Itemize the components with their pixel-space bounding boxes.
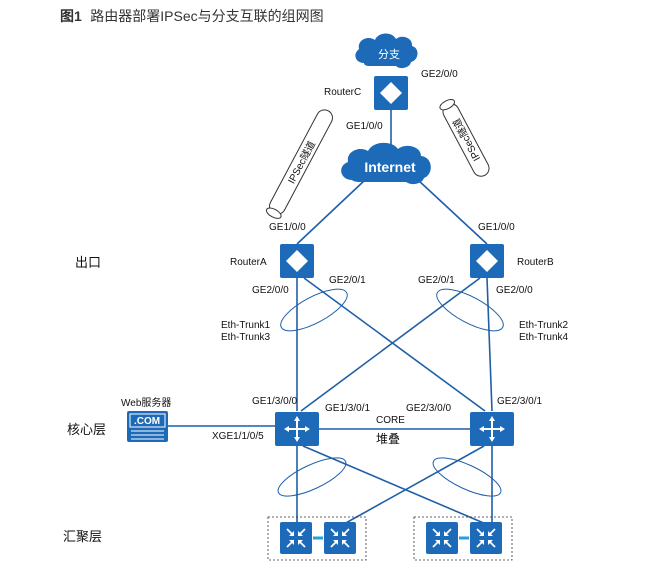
agg-switch-3[interactable] xyxy=(425,521,459,555)
router-c-port-up: GE2/0/0 xyxy=(421,69,458,80)
internet-cloud-label: Internet xyxy=(364,159,416,175)
figure-number: 图1 xyxy=(60,8,82,24)
router-b-port-down0: GE2/0/0 xyxy=(496,285,533,296)
link-b-core2 xyxy=(486,277,493,412)
trunk-right-2: Eth-Trunk4 xyxy=(519,332,569,343)
web-port-label: XGE1/1/0/5 xyxy=(212,431,264,442)
core-switch-2[interactable] xyxy=(469,411,515,447)
trunk-left-1: Eth-Trunk1 xyxy=(221,320,271,331)
router-b[interactable] xyxy=(470,244,504,278)
web-server-screen: .COM xyxy=(134,416,160,427)
router-c[interactable] xyxy=(374,76,408,110)
router-a[interactable] xyxy=(280,244,314,278)
ipsec-tunnel-right: IPSec隧道 xyxy=(439,99,490,177)
core2-port-1: GE2/3/0/1 xyxy=(497,396,542,407)
router-b-port-up: GE1/0/0 xyxy=(478,222,515,233)
branch-cloud-label: 分支 xyxy=(378,48,400,61)
trunk-right-1: Eth-Trunk2 xyxy=(519,320,569,331)
web-server[interactable]: .COM xyxy=(127,411,168,442)
router-a-port-down1: GE2/0/1 xyxy=(329,275,366,286)
branch-cloud: 分支 xyxy=(355,33,418,69)
link-core2-agg1 xyxy=(343,445,485,525)
layer-aggregation: 汇聚层 xyxy=(63,529,102,544)
trunk-ellipse-agg1 xyxy=(277,457,347,497)
link-internet-b xyxy=(417,179,488,245)
stack-label: 堆叠 xyxy=(376,432,400,446)
agg-switch-1[interactable] xyxy=(279,521,313,555)
router-a-port-down0: GE2/0/0 xyxy=(252,285,289,296)
link-a-core2 xyxy=(303,277,486,412)
trunk-ellipse-agg2 xyxy=(432,457,502,497)
core-switch-1[interactable] xyxy=(274,411,320,447)
router-c-port-down: GE1/0/0 xyxy=(346,121,383,132)
link-b-core1 xyxy=(300,277,481,412)
core2-port-0: GE2/3/0/0 xyxy=(406,403,451,414)
core1-port-1: GE1/3/0/1 xyxy=(325,403,370,414)
router-b-label: RouterB xyxy=(517,257,554,268)
figure-caption: 路由器部署IPSec与分支互联的组网图 xyxy=(90,8,323,24)
link-internet-a xyxy=(296,179,366,245)
layer-exit: 出口 xyxy=(75,255,101,270)
figure-title: 图1 路由器部署IPSec与分支互联的组网图 xyxy=(60,8,324,25)
router-a-label: RouterA xyxy=(230,257,267,268)
agg-switch-4[interactable] xyxy=(469,521,503,555)
router-a-port-up: GE1/0/0 xyxy=(269,222,306,233)
router-b-port-down1: GE2/0/1 xyxy=(418,275,455,286)
agg-group-1 xyxy=(267,516,367,561)
link-core1-agg2 xyxy=(302,445,487,525)
ipsec-tunnel-left: IPSec隧道 xyxy=(265,109,333,219)
router-c-label: RouterC xyxy=(324,87,361,98)
agg-switch-2[interactable] xyxy=(323,521,357,555)
trunk-ellipse-b xyxy=(436,288,504,332)
agg-group-2 xyxy=(413,516,513,561)
internet-cloud: Internet xyxy=(341,142,431,185)
trunk-ellipse-a xyxy=(280,288,348,332)
web-server-label: Web服务器 xyxy=(121,396,171,409)
core1-port-0: GE1/3/0/0 xyxy=(252,396,297,407)
trunk-left-2: Eth-Trunk3 xyxy=(221,332,271,343)
core-label: CORE xyxy=(376,415,405,426)
layer-core: 核心层 xyxy=(67,422,106,437)
